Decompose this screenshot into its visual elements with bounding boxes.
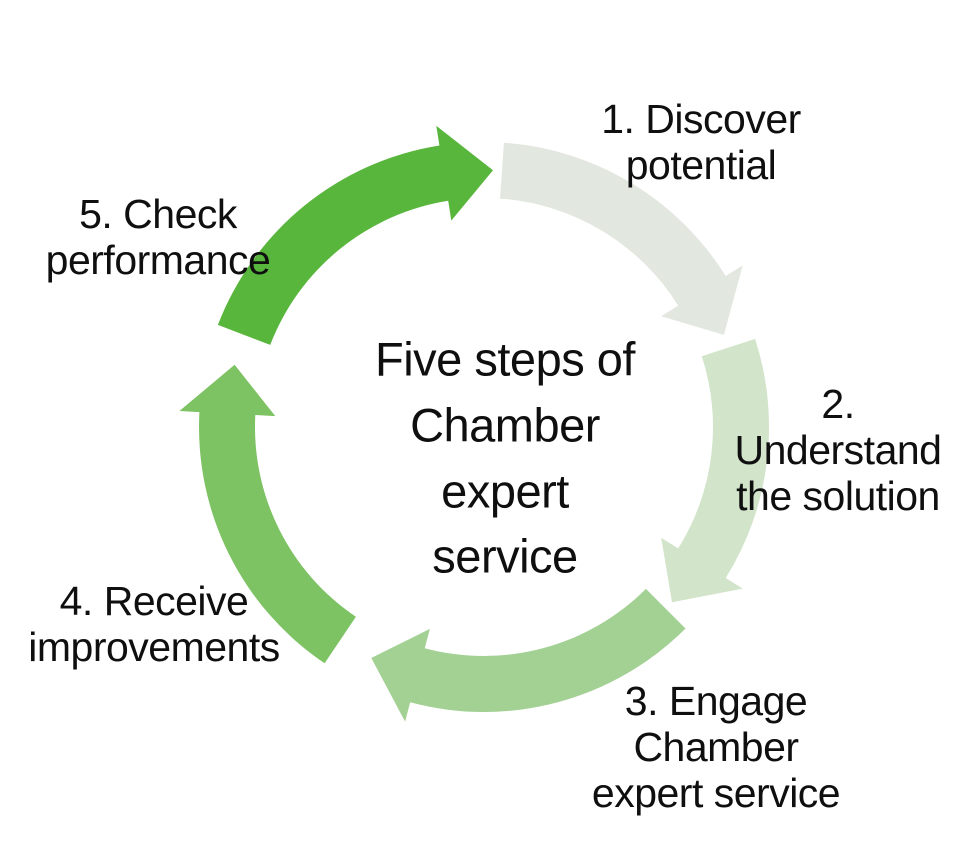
step-4-arc-arrow bbox=[179, 364, 356, 664]
step-3-arc-arrow bbox=[371, 588, 686, 722]
step-5-label: 5. Check performance bbox=[45, 191, 271, 283]
step-2-label: 2. Understand the solution bbox=[734, 381, 942, 519]
step-5-arc-arrow bbox=[217, 125, 493, 345]
step-2-arc-arrow bbox=[661, 338, 770, 603]
step-1-label: 1. Discover potential bbox=[601, 96, 801, 188]
step-1-arc-arrow bbox=[500, 142, 743, 335]
step-4-label: 4. Receive improvements bbox=[28, 578, 280, 670]
diagram-title: Five steps of Chamber expert service bbox=[375, 332, 635, 583]
step-3-label: 3. Engage Chamber expert service bbox=[591, 678, 841, 816]
